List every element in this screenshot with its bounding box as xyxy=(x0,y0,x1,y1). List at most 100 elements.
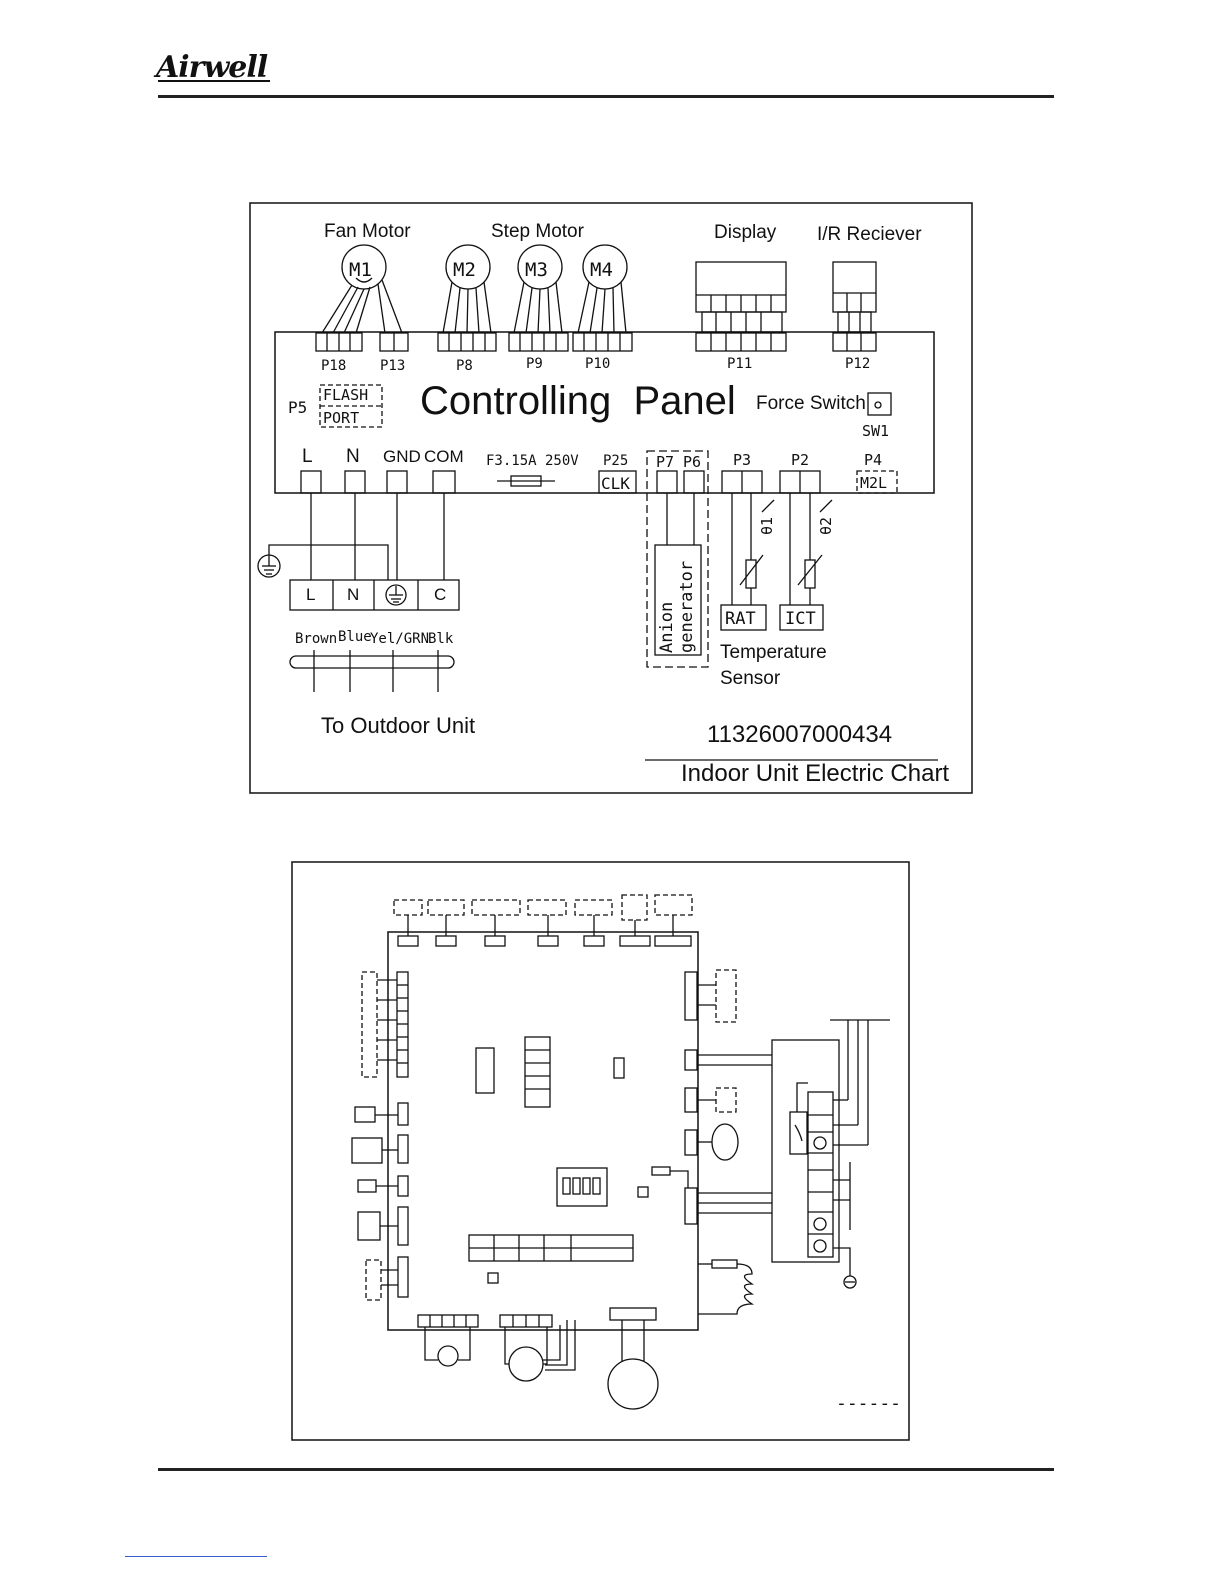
m3-label: M3 xyxy=(525,259,548,281)
top-connectors xyxy=(315,332,877,352)
display-pins xyxy=(701,295,783,333)
panel-l-label: L xyxy=(302,446,313,467)
m2l-label: M2L xyxy=(860,474,887,492)
terminal-ground-icon xyxy=(385,584,407,606)
wire-yelgrn-label: Yel/GRN xyxy=(370,631,429,647)
jumper xyxy=(613,1057,625,1079)
m2-label: M2 xyxy=(453,259,476,281)
step-motor-wires xyxy=(442,281,627,334)
pcb-board xyxy=(387,931,699,1331)
outdoor-cable xyxy=(289,655,455,669)
terminal-assembly xyxy=(771,1039,840,1263)
p13-label: P13 xyxy=(380,358,405,374)
p10-label: P10 xyxy=(585,356,610,372)
sensor-label: Sensor xyxy=(720,668,781,689)
clk-connector xyxy=(598,470,637,494)
display-label: Display xyxy=(714,222,777,243)
chart1-labels: Fan Motor Step Motor M1 M2 M3 M4 Display… xyxy=(288,221,949,787)
anion-generator-box xyxy=(654,544,702,656)
chart2-labels: ------ xyxy=(836,1393,901,1414)
m1-label: M1 xyxy=(349,259,372,281)
left-pin-header xyxy=(377,971,409,1078)
anion-label: Anion xyxy=(657,602,677,653)
left-small-connectors xyxy=(351,1102,409,1301)
m4-label: M4 xyxy=(590,259,613,281)
indoor-unit-electric-chart xyxy=(249,202,973,794)
panel-com-label: COM xyxy=(424,447,464,466)
dip-switch xyxy=(556,1167,608,1207)
force-switch-label: Force Switch xyxy=(756,393,866,414)
generator-label: generator xyxy=(677,561,697,653)
to-outdoor-unit-label: To Outdoor Unit xyxy=(321,713,475,738)
clk-label: CLK xyxy=(601,474,630,493)
outdoor-wires xyxy=(268,493,445,580)
airwell-logo: Airwell xyxy=(156,50,268,85)
fan-motor-label: Fan Motor xyxy=(324,221,411,242)
logo-underline xyxy=(158,80,270,82)
sw1-label: SW1 xyxy=(862,422,889,440)
ict-label: ICT xyxy=(785,609,816,629)
ir-receiver-module xyxy=(832,261,877,313)
m2l-connector xyxy=(856,470,898,494)
p11-label: P11 xyxy=(727,356,752,372)
ir-receiver-label: I/R Reciever xyxy=(817,224,922,245)
theta2-label: θ2 xyxy=(817,517,835,535)
p6-label: P6 xyxy=(683,453,701,471)
p18-label: P18 xyxy=(321,358,346,374)
theta1-label: θ1 xyxy=(758,517,776,535)
tb-l-label: L xyxy=(306,585,315,604)
temperature-label: Temperature xyxy=(720,642,827,663)
p12-label: P12 xyxy=(845,356,870,372)
chart2-frame xyxy=(291,861,910,1441)
ic-chip xyxy=(524,1036,551,1108)
ground-symbol-left xyxy=(257,554,281,578)
tb-n-label: N xyxy=(347,585,359,604)
chart-title: Indoor Unit Electric Chart xyxy=(681,760,949,787)
wire-brown-label: Brown xyxy=(295,631,337,647)
flash-label: FLASH xyxy=(323,386,368,404)
power-terminals xyxy=(300,470,456,494)
fan-motor-wave xyxy=(355,277,373,283)
force-switch-sw1 xyxy=(867,392,892,416)
anion-dashed-boundary xyxy=(646,450,709,668)
step-motor-label: Step Motor xyxy=(491,221,585,242)
top-dashed-connectors xyxy=(393,894,693,921)
p9-label: P9 xyxy=(526,356,543,372)
p5-label: P5 xyxy=(288,398,307,417)
panel-title: Controlling Panel xyxy=(420,379,736,423)
bottom-motors xyxy=(417,1307,659,1410)
relay-indicator xyxy=(651,1166,671,1176)
right-connectors xyxy=(684,969,739,1225)
legend-dash: ------ xyxy=(836,1393,901,1414)
footer-rule xyxy=(158,1468,1054,1471)
top-solid-connectors xyxy=(397,915,692,947)
chart1-frame xyxy=(249,202,973,794)
pcb-ground-icon xyxy=(843,1275,857,1289)
header-rule xyxy=(158,95,1054,98)
p3-label: P3 xyxy=(733,451,751,469)
rat-label: RAT xyxy=(725,609,756,629)
tb-c-label: C xyxy=(434,585,446,604)
p7-label: P7 xyxy=(656,453,674,471)
regulator-component xyxy=(475,1047,495,1094)
pcb-layout-diagram xyxy=(291,861,910,1441)
p25-label: P25 xyxy=(603,453,628,469)
footer-link-underline[interactable] xyxy=(125,1556,267,1557)
transformer-coil xyxy=(698,1263,755,1315)
part-number: 11326007000434 xyxy=(707,721,892,748)
fuse-label: F3.15A 250V xyxy=(486,453,579,469)
fuse-2 xyxy=(789,1111,808,1155)
p8-label: P8 xyxy=(456,358,473,374)
left-dashed-header xyxy=(361,971,378,1078)
panel-n-label: N xyxy=(346,446,360,467)
rat-thermistor xyxy=(720,493,767,631)
p2-label: P2 xyxy=(791,451,809,469)
wire-blk-label: Blk xyxy=(428,631,454,647)
panel-gnd-label: GND xyxy=(383,447,421,466)
ict-thermistor xyxy=(761,493,833,631)
wire-blue-label: Blue xyxy=(338,629,372,645)
fan-motor-wires xyxy=(321,279,403,334)
p4-label: P4 xyxy=(864,451,882,469)
port-label: PORT xyxy=(323,409,359,427)
